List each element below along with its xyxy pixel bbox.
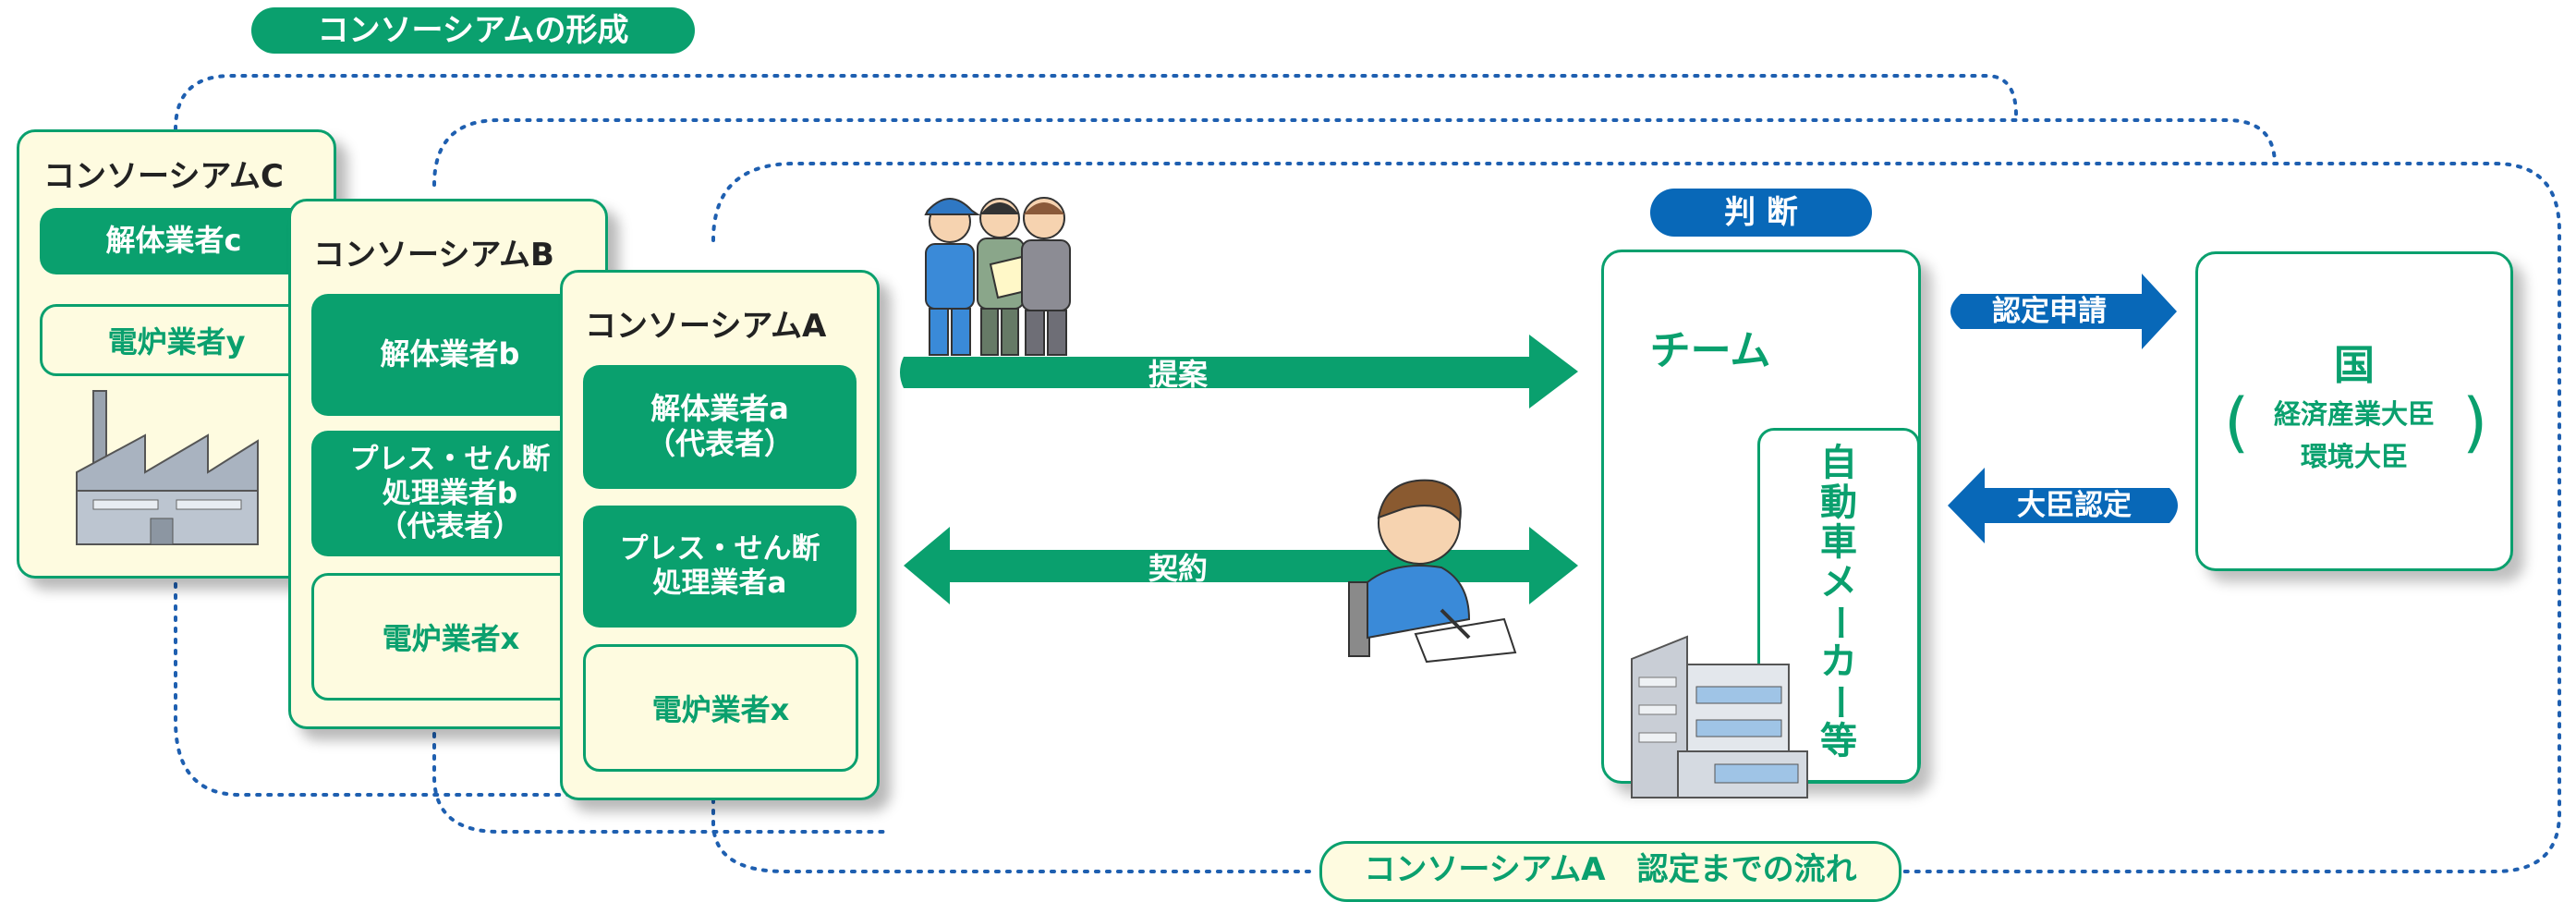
consortium-outline-middle-left <box>432 710 889 834</box>
signing-man-icon <box>1348 479 1517 664</box>
automaker-char: 車 <box>1820 521 1857 564</box>
automaker-char: 等 <box>1820 720 1857 762</box>
automaker-char: ー <box>1817 603 1861 641</box>
judgment-badge: 判 断 <box>1650 189 1872 237</box>
consortium-b-furnace: 電炉業者x <box>311 573 590 701</box>
automaker-char: 自 <box>1820 442 1857 484</box>
automaker-char: カ <box>1820 640 1857 683</box>
consortium-a-card: コンソーシアムA 解体業者a （代表者） プレス・せん断 処理業者a 電炉業者x <box>560 270 880 800</box>
application-arrow <box>1950 274 2177 349</box>
proposal-label: 提案 <box>1148 357 1208 392</box>
consortium-c-dismantler: 解体業者c <box>40 208 308 274</box>
consortium-outline-outer <box>174 74 2018 131</box>
building-icon <box>1631 635 1808 798</box>
consortium-outline-outer-left <box>174 571 593 797</box>
automaker-char: ー <box>1817 683 1861 721</box>
contract-arrow <box>904 527 1578 604</box>
automaker-char: メ <box>1820 561 1857 603</box>
approval-arrow <box>1948 468 2178 543</box>
workers-group-icon <box>924 197 1071 356</box>
consortium-outline-middle <box>432 118 2277 187</box>
judgment-team-box: チーム 自動車メーカー等 <box>1601 250 1921 798</box>
state-paren-right: ) <box>2462 384 2488 460</box>
formation-label: コンソーシアムの形成 <box>251 7 695 54</box>
consortium-c-furnace: 電炉業者y <box>40 304 313 376</box>
consortium-b-press: プレス・せん断 処理業者b （代表者） <box>311 431 589 556</box>
consortium-a-dismantler: 解体業者a （代表者） <box>583 365 857 489</box>
consortium-c-card: コンソーシアムC 解体業者c 電炉業者y <box>17 129 336 579</box>
state-minister-2: 環境大臣 <box>2300 441 2408 472</box>
automaker-char: 動 <box>1820 481 1857 524</box>
consortium-b-dismantler: 解体業者b <box>311 294 589 416</box>
consortium-a-furnace: 電炉業者x <box>583 644 858 772</box>
approval-label: 大臣認定 <box>2017 489 2132 522</box>
state-paren-left: ( <box>2224 384 2250 460</box>
automaker-label: 自動車メーカー等 <box>1760 444 1917 762</box>
application-label: 認定申請 <box>1992 295 2107 328</box>
consortium-a-press: プレス・せん断 処理業者a <box>583 506 857 628</box>
state-title: 国 <box>2334 342 2375 389</box>
consortium-b-card: コンソーシアムB 解体業者b プレス・せん断 処理業者b （代表者） 電炉業者x <box>288 199 608 729</box>
flow-label: コンソーシアムA 認定までの流れ <box>1319 841 1902 902</box>
consortium-c-title: コンソーシアムC <box>43 158 284 195</box>
proposal-arrow <box>900 335 1578 408</box>
consortium-a-title: コンソーシアムA <box>585 308 827 345</box>
contract-label: 契約 <box>1148 551 1208 586</box>
factory-icon <box>76 390 259 545</box>
consortium-b-title: コンソーシアムB <box>313 237 554 274</box>
consortium-outline-inner-bottom <box>711 798 1318 873</box>
state-box: 国 ( ) 経済産業大臣 環境大臣 <box>2195 251 2513 571</box>
state-minister-1: 経済産業大臣 <box>2273 398 2435 430</box>
consortium-outline-inner <box>711 162 2561 873</box>
team-label: チーム <box>1649 327 1771 374</box>
